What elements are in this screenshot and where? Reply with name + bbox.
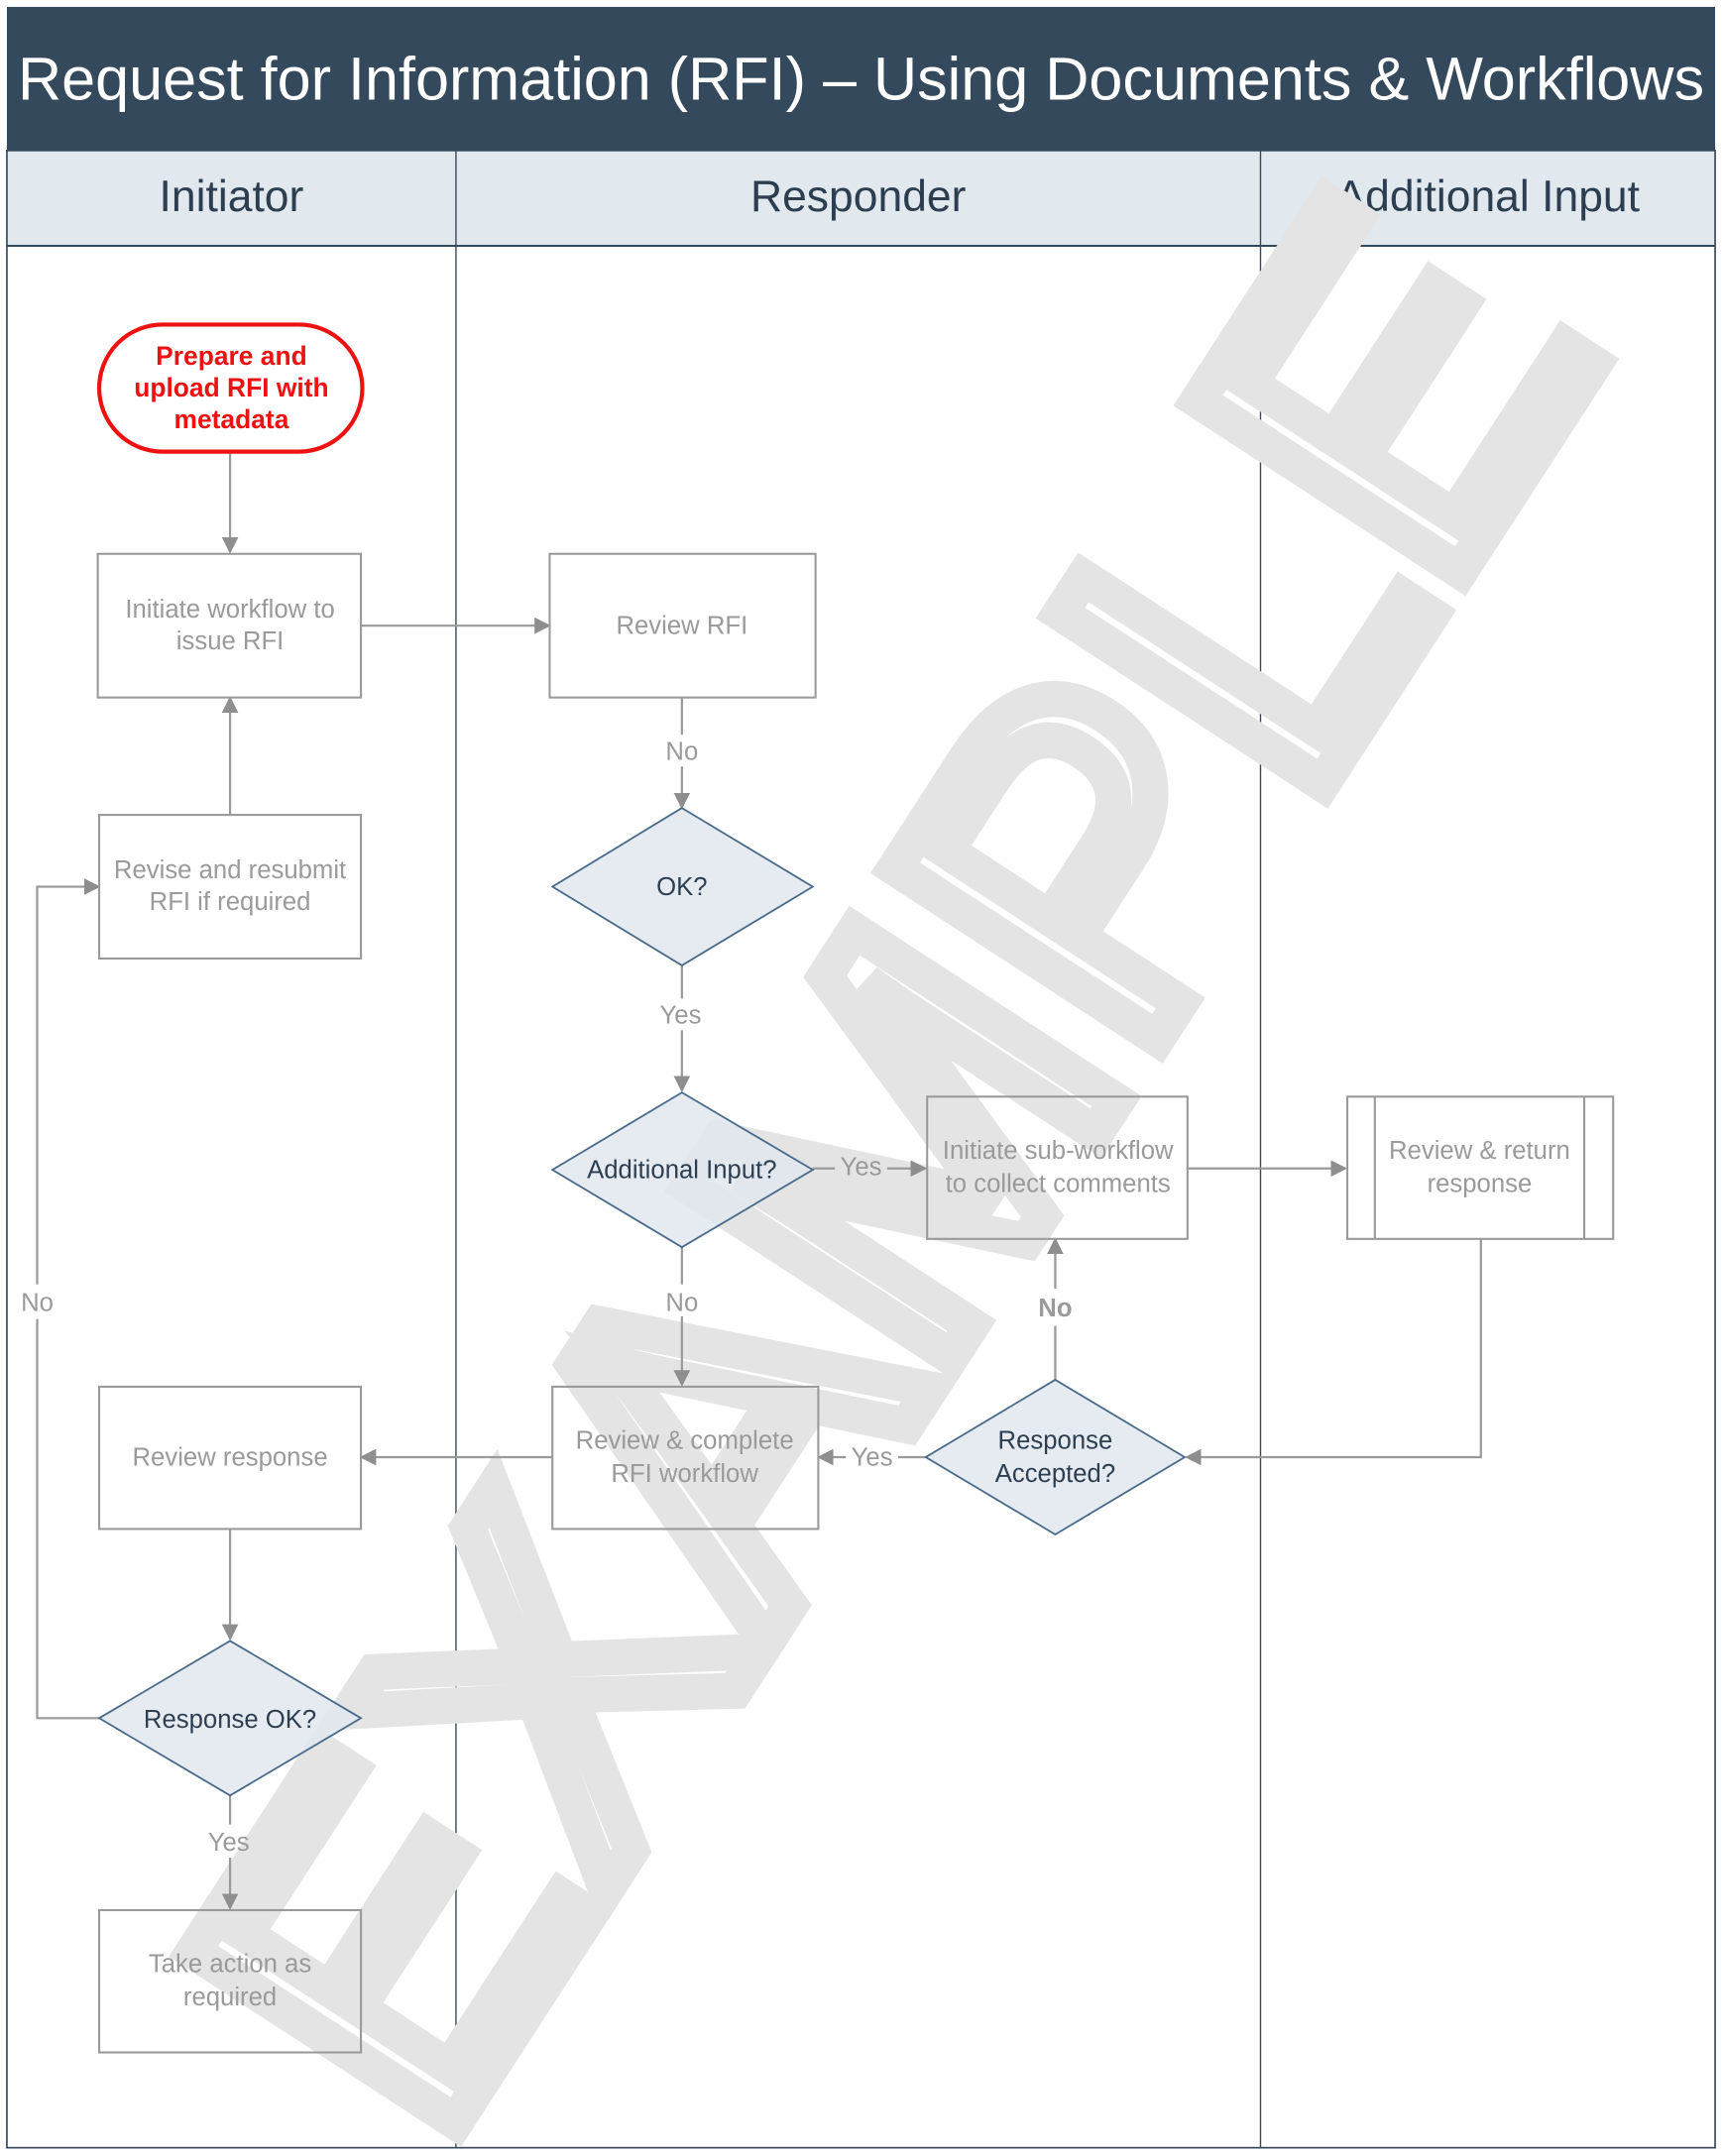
svg-text:Response: Response: [998, 1427, 1113, 1455]
svg-text:Initiate workflow to: Initiate workflow to: [125, 596, 334, 624]
svg-text:Additional Input?: Additional Input?: [587, 1156, 776, 1184]
diagram-title: Request for Information (RFI) – Using Do…: [18, 45, 1704, 112]
svg-text:Accepted?: Accepted?: [995, 1460, 1115, 1488]
swimlane-border: [6, 150, 1716, 2149]
svg-text:Take action as: Take action as: [149, 1951, 311, 1979]
node-review-return-response: Review & return response: [1345, 1095, 1615, 1240]
label-additional-yes: Yes: [841, 1154, 882, 1182]
svg-text:upload RFI with: upload RFI with: [134, 373, 328, 402]
lane-header-additional-input: Additional Input: [1336, 172, 1641, 221]
svg-text:response: response: [1428, 1170, 1533, 1197]
node-review-response: Review response: [98, 1385, 363, 1531]
svg-text:RFI workflow: RFI workflow: [611, 1460, 758, 1488]
node-review-complete-rfi: Review & complete RFI workflow: [551, 1385, 820, 1531]
node-initiate-subworkflow: Initiate sub-workflow to collect comment…: [926, 1095, 1189, 1240]
decision-additional-input: Additional Input?: [550, 1091, 815, 1249]
start-node: Prepare and upload RFI with metadata: [96, 322, 365, 454]
svg-text:metadata: metadata: [174, 404, 289, 434]
svg-text:Response OK?: Response OK?: [144, 1706, 316, 1734]
svg-text:Review response: Review response: [132, 1443, 327, 1471]
label-response-ok-no: No: [21, 1289, 54, 1316]
node-revise-resubmit: Revise and resubmit RFI if required: [98, 814, 363, 961]
label-accepted-yes: Yes: [852, 1443, 893, 1471]
svg-text:Revise and resubmit: Revise and resubmit: [114, 856, 346, 884]
lane-header-initiator: Initiator: [160, 172, 304, 221]
lane-header-responder: Responder: [750, 172, 967, 221]
svg-text:required: required: [183, 1984, 277, 2011]
node-take-action: Take action as required: [98, 1908, 363, 2054]
title-bar: [6, 6, 1716, 151]
label-additional-no: No: [665, 1289, 698, 1316]
svg-text:Review & return: Review & return: [1389, 1137, 1570, 1165]
svg-text:issue RFI: issue RFI: [176, 627, 285, 655]
decision-response-ok: Response OK?: [97, 1640, 363, 1797]
decision-ok: OK?: [550, 807, 815, 967]
svg-text:to collect comments: to collect comments: [946, 1170, 1171, 1197]
svg-text:Prepare and: Prepare and: [156, 341, 307, 371]
svg-text:OK?: OK?: [656, 873, 707, 901]
svg-text:RFI if required: RFI if required: [150, 888, 311, 916]
label-response-ok-yes: Yes: [208, 1829, 250, 1857]
label-accepted-no: No: [1038, 1295, 1072, 1322]
decision-response-accepted: Response Accepted?: [924, 1378, 1187, 1536]
node-initiate-workflow: Initiate workflow to issue RFI: [96, 552, 363, 699]
svg-text:Review & complete: Review & complete: [576, 1427, 794, 1455]
node-review-rfi: Review RFI: [548, 552, 817, 699]
label-review-no: No: [665, 738, 698, 765]
label-ok-yes: Yes: [659, 1001, 701, 1029]
svg-text:Review RFI: Review RFI: [616, 613, 747, 640]
lane-header-row: [6, 150, 1716, 247]
svg-text:Initiate sub-workflow: Initiate sub-workflow: [943, 1137, 1174, 1165]
